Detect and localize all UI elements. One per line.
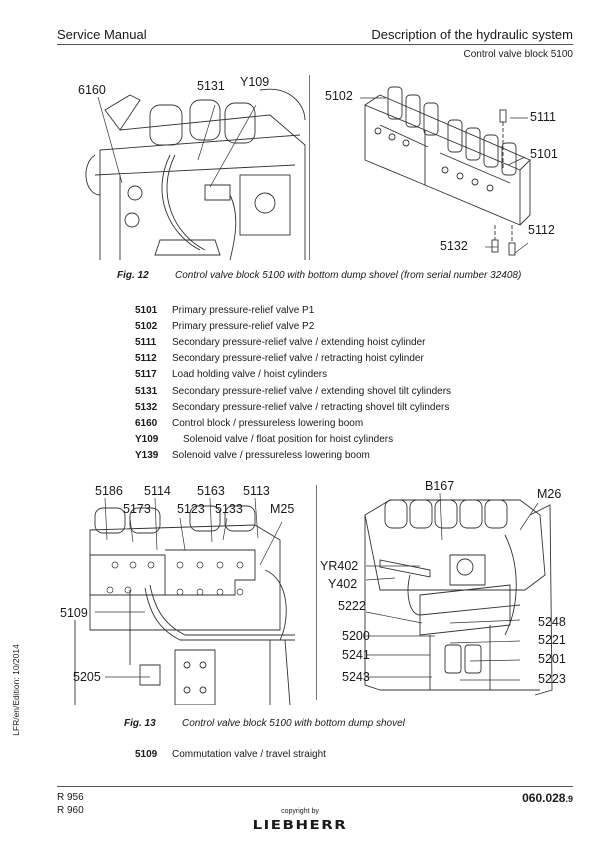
legend-item: 5117 Load holding valve / hoist cylinders	[135, 367, 451, 383]
legend-description: Secondary pressure-relief valve / extend…	[172, 336, 426, 348]
callout-5113: 5113	[243, 484, 270, 498]
legend-code: 5102	[135, 320, 158, 332]
edition-text: LFR/en/Edition: 10/2014	[11, 644, 21, 736]
callout-b167: B167	[425, 479, 455, 493]
legend-item: 5102 Primary pressure-relief valve P2	[135, 318, 451, 334]
callout-5205: 5205	[73, 670, 101, 684]
footer-model-1: R 956	[57, 792, 84, 803]
callout-y109: Y109	[240, 75, 270, 89]
legend-description: Solenoid valve / float position for hois…	[183, 434, 394, 446]
figure-12-right-illustration: 5102 5111 5101 5132 5112	[320, 75, 570, 260]
callout-5243: 5243	[342, 670, 370, 684]
callout-5223: 5223	[538, 672, 566, 686]
callout-5111: 5111	[530, 110, 556, 124]
legend-description: Control block / pressureless lowering bo…	[172, 417, 364, 429]
legend-item: 5109 Commutation valve / travel straight	[135, 746, 326, 762]
doc-number: 060.028	[522, 791, 566, 805]
legend-description: Secondary pressure-relief valve / retrac…	[172, 401, 450, 413]
figure-12-left-illustration: 6160 5131 Y109	[60, 75, 310, 260]
legend-code: 5111	[135, 336, 157, 348]
legend-description: Primary pressure-relief valve P1	[172, 304, 315, 316]
legend-item: 5131 Secondary pressure-relief valve / ex…	[135, 383, 451, 399]
callout-5109: 5109	[60, 606, 88, 620]
edition-sidebar: LFR/en/Edition: 10/2014	[6, 620, 26, 760]
callout-5132: 5132	[440, 239, 468, 253]
callout-5173: 5173	[123, 502, 151, 516]
callout-m26: M26	[537, 487, 562, 501]
callout-5201: 5201	[538, 652, 566, 666]
legend-code: Y139	[135, 450, 159, 462]
header-title-right: Description of the hydraulic system	[371, 27, 573, 42]
callout-5163: 5163	[197, 484, 225, 498]
legend-item: 6160 Control block / pressureless lowerin…	[135, 415, 451, 431]
callout-m25: M25	[270, 502, 295, 516]
figure-12-divider	[309, 75, 310, 260]
legend-description: Secondary pressure-relief valve / extend…	[172, 385, 452, 397]
figure-13-number: Fig. 13	[124, 718, 156, 729]
legend-code: 5131	[135, 385, 158, 397]
callout-5221: 5221	[538, 633, 566, 647]
legend-item: 5132 Secondary pressure-relief valve / re…	[135, 399, 451, 415]
legend-item: Y109 Solenoid valve / float position for …	[135, 432, 451, 448]
callout-5123: 5123	[177, 502, 205, 516]
callout-5114: 5114	[144, 484, 171, 498]
figure-13-legend: 5109 Commutation valve / travel straight	[135, 746, 326, 762]
header-title-left: Service Manual	[57, 27, 147, 42]
legend-description: Commutation valve / travel straight	[172, 748, 326, 760]
figure-13-left-illustration: 5186 5114 5163 5113 5173 5123 5133 M25 5…	[55, 480, 310, 705]
legend-item: 5112 Secondary pressure-relief valve / re…	[135, 351, 451, 367]
figure-13-divider	[316, 485, 317, 700]
footer-divider	[57, 786, 573, 787]
footer-doc-number: 060.028.9	[522, 791, 573, 805]
callout-5102: 5102	[325, 89, 353, 103]
legend-description: Load holding valve / hoist cylinders	[172, 369, 328, 381]
doc-suffix: .9	[565, 794, 573, 804]
figure-12-caption: Fig. 12 Control valve block 5100 with bot…	[117, 270, 521, 281]
callout-5101: 5101	[530, 147, 558, 161]
legend-item: Y139 Solenoid valve / pressureless loweri…	[135, 448, 451, 464]
legend-code: 5132	[135, 401, 158, 413]
header-divider	[57, 44, 573, 45]
callout-6160: 6160	[78, 83, 106, 97]
callout-5222: 5222	[338, 599, 366, 613]
figure-12-caption-text: Control valve block 5100 with bottom dum…	[175, 270, 522, 281]
callout-5241: 5241	[342, 648, 370, 662]
callout-5248: 5248	[538, 615, 566, 629]
legend-item: 5101 Primary pressure-relief valve P1	[135, 302, 451, 318]
liebherr-logo: LIEBHERR	[252, 817, 348, 833]
legend-code: 5101	[135, 304, 158, 316]
legend-code: 5117	[135, 369, 157, 381]
callout-5112: 5112	[528, 223, 555, 237]
callout-5200: 5200	[342, 629, 370, 643]
callout-5131: 5131	[197, 79, 225, 93]
figure-12-number: Fig. 12	[117, 270, 149, 281]
legend-description: Solenoid valve / pressureless lowering b…	[172, 450, 370, 462]
legend-code: 5109	[135, 748, 158, 760]
callout-5186: 5186	[95, 484, 123, 498]
legend-description: Primary pressure-relief valve P2	[172, 320, 315, 332]
callout-yr402: YR402	[320, 559, 359, 573]
figure-13-right-illustration: B167 M26 YR402 Y402 5222 5248 5200 5221 …	[320, 475, 580, 705]
legend-code: 5112	[135, 353, 157, 365]
footer-model-2: R 960	[57, 805, 84, 816]
figure-12-legend: 5101 Primary pressure-relief valve P1 510…	[135, 302, 451, 464]
legend-code: 6160	[135, 417, 158, 429]
figure-13-caption: Fig. 13 Control valve block 5100 with bot…	[124, 718, 405, 729]
figure-13-caption-text: Control valve block 5100 with bottom dum…	[182, 718, 405, 729]
legend-description: Secondary pressure-relief valve / retrac…	[172, 353, 424, 365]
callout-y402: Y402	[328, 577, 358, 591]
legend-code: Y109	[135, 434, 159, 446]
legend-item: 5111 Secondary pressure-relief valve / ex…	[135, 334, 451, 350]
callout-5133: 5133	[215, 502, 243, 516]
header-subtitle: Control valve block 5100	[463, 49, 573, 60]
footer-copyright: copyright by	[281, 808, 319, 815]
